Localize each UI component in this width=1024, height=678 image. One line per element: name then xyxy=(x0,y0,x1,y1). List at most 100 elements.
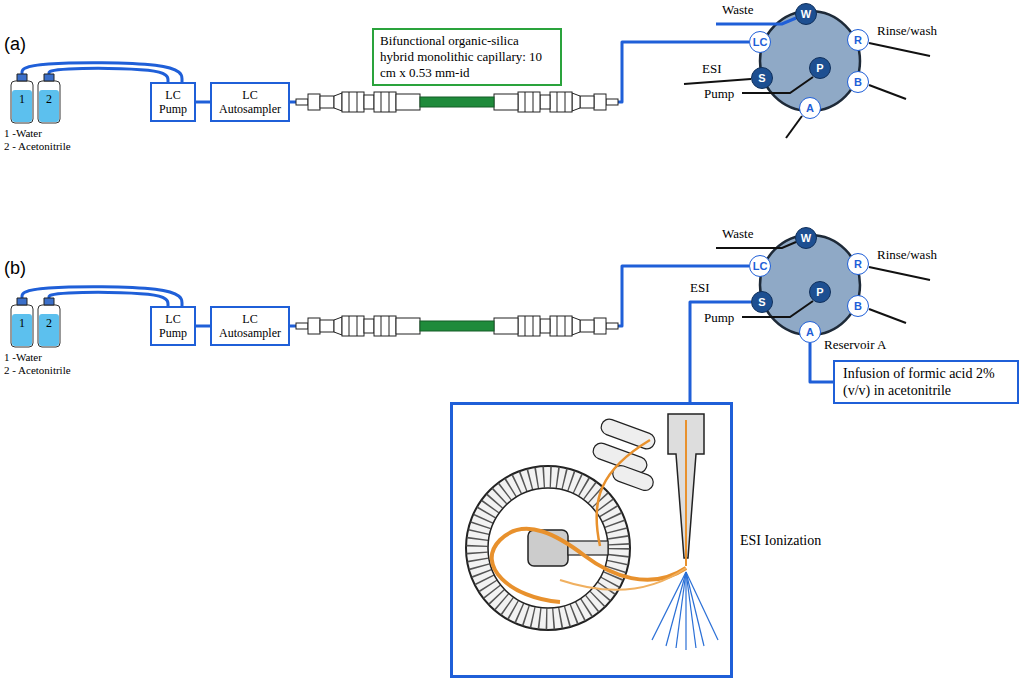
node-text: P xyxy=(816,286,823,298)
lc-module-box: LC Autosampler xyxy=(210,82,290,122)
valve-body xyxy=(760,235,860,335)
ion-path xyxy=(560,568,686,590)
node-text: B xyxy=(854,76,862,88)
valve-port: B xyxy=(847,71,869,93)
node-text: LC Autosampler xyxy=(219,88,281,116)
bottle-cap xyxy=(17,298,27,305)
tubing-line xyxy=(49,292,168,306)
column-fitting xyxy=(494,316,618,336)
port-label: Reservoir A xyxy=(824,338,886,353)
node-text: 2 xyxy=(46,92,52,124)
valve-port: P xyxy=(809,57,831,79)
node-text: R xyxy=(854,34,862,46)
bottle-body xyxy=(38,305,60,347)
valve-port: LC xyxy=(749,31,771,53)
solvent-label: 1 -Water xyxy=(4,351,42,364)
tubing-line xyxy=(22,63,182,82)
infusion-box: Infusion of formic acid 2% (v/v) in acet… xyxy=(833,360,1019,404)
tubing-line xyxy=(49,68,168,82)
panel-label: (a) xyxy=(4,34,26,55)
lc-module-box: LC Pump xyxy=(150,306,196,346)
node-text: LC Pump xyxy=(159,312,187,340)
port-label: Waste xyxy=(722,3,753,18)
valve-port: P xyxy=(809,281,831,303)
spray-plume xyxy=(652,572,718,650)
solvent-bottle: 1 xyxy=(10,74,34,124)
tubing-line xyxy=(196,325,210,328)
bottle-cap xyxy=(44,74,54,81)
bottle-body xyxy=(11,81,33,123)
node-text: Infusion of formic acid 2% (v/v) in acet… xyxy=(843,366,995,398)
solvent-label: 2 - Acetonitrile xyxy=(4,364,71,377)
port-label: Waste xyxy=(722,227,753,242)
node-text: Bifunctional organic-silica hybrid monol… xyxy=(380,33,542,80)
bottle-body xyxy=(38,81,60,123)
mass-spec-illustration xyxy=(466,414,718,650)
bottle-body xyxy=(11,305,33,347)
node-text: A xyxy=(806,326,814,338)
port-label: Pump xyxy=(704,311,734,326)
node-text: 2 xyxy=(46,316,52,348)
lc-module-box: LC Autosampler xyxy=(210,306,290,346)
port-label: ESI xyxy=(690,281,710,296)
port-label: Rinse/wash xyxy=(877,24,937,39)
rod xyxy=(611,463,656,492)
node-text: A xyxy=(806,102,814,114)
port-line xyxy=(869,85,906,99)
ion-path xyxy=(492,529,686,602)
valve-port: A xyxy=(799,321,821,343)
port-label: Pump xyxy=(704,87,734,102)
valve-port: A xyxy=(799,97,821,119)
bottle-cap xyxy=(17,74,27,81)
node-text: P xyxy=(816,62,823,74)
node-text: ESI Ionization xyxy=(740,533,821,549)
waste-line xyxy=(716,242,796,248)
node-text: LC Autosampler xyxy=(219,312,281,340)
column-fitting xyxy=(296,92,420,112)
valve-port: S xyxy=(751,291,773,313)
esi-source-box: ESI Ionization xyxy=(450,402,733,678)
solvent-bottle: 2 xyxy=(37,298,61,348)
node-text: LC xyxy=(753,36,768,48)
node-text: LC Pump xyxy=(159,88,187,116)
node-text: S xyxy=(758,72,765,84)
node-text: R xyxy=(854,258,862,270)
tubing-line xyxy=(22,287,182,306)
port-label: Rinse/wash xyxy=(877,248,937,263)
monolith-tube xyxy=(420,321,494,331)
node-text: 1 xyxy=(19,92,25,124)
column-fitting xyxy=(494,92,618,112)
port-line xyxy=(869,43,930,56)
ion-path xyxy=(597,440,650,546)
node-text: W xyxy=(801,232,811,244)
waste-line xyxy=(716,18,796,24)
port-line xyxy=(869,309,906,323)
capillary-column xyxy=(296,92,618,112)
valve-port: W xyxy=(795,3,817,25)
solvent-bottle: 2 xyxy=(37,74,61,124)
node-text: W xyxy=(801,8,811,20)
column-fitting xyxy=(296,316,420,336)
lc-module-box: LC Pump xyxy=(150,82,196,122)
solvent-label: 1 -Water xyxy=(4,127,42,140)
tubing-line xyxy=(196,101,210,104)
valve-body xyxy=(760,11,860,111)
valve-port: S xyxy=(751,67,773,89)
valve-port: R xyxy=(847,29,869,51)
port-line xyxy=(684,79,751,84)
node-text: S xyxy=(758,296,765,308)
capillary-column xyxy=(296,316,618,336)
disc-inner xyxy=(488,488,608,608)
capillary-line xyxy=(685,420,687,566)
solvent-label: 2 - Acetonitrile xyxy=(4,140,71,153)
port-line xyxy=(869,267,930,280)
bottle-cap xyxy=(44,298,54,305)
ion-optics-disc xyxy=(466,466,630,630)
panel-label: (b) xyxy=(4,258,26,279)
monolith-tube xyxy=(420,97,494,107)
solvent-bottle: 1 xyxy=(10,298,34,348)
valve-port: W xyxy=(795,227,817,249)
column-callout: Bifunctional organic-silica hybrid monol… xyxy=(372,28,562,86)
tubing-line xyxy=(690,302,751,402)
